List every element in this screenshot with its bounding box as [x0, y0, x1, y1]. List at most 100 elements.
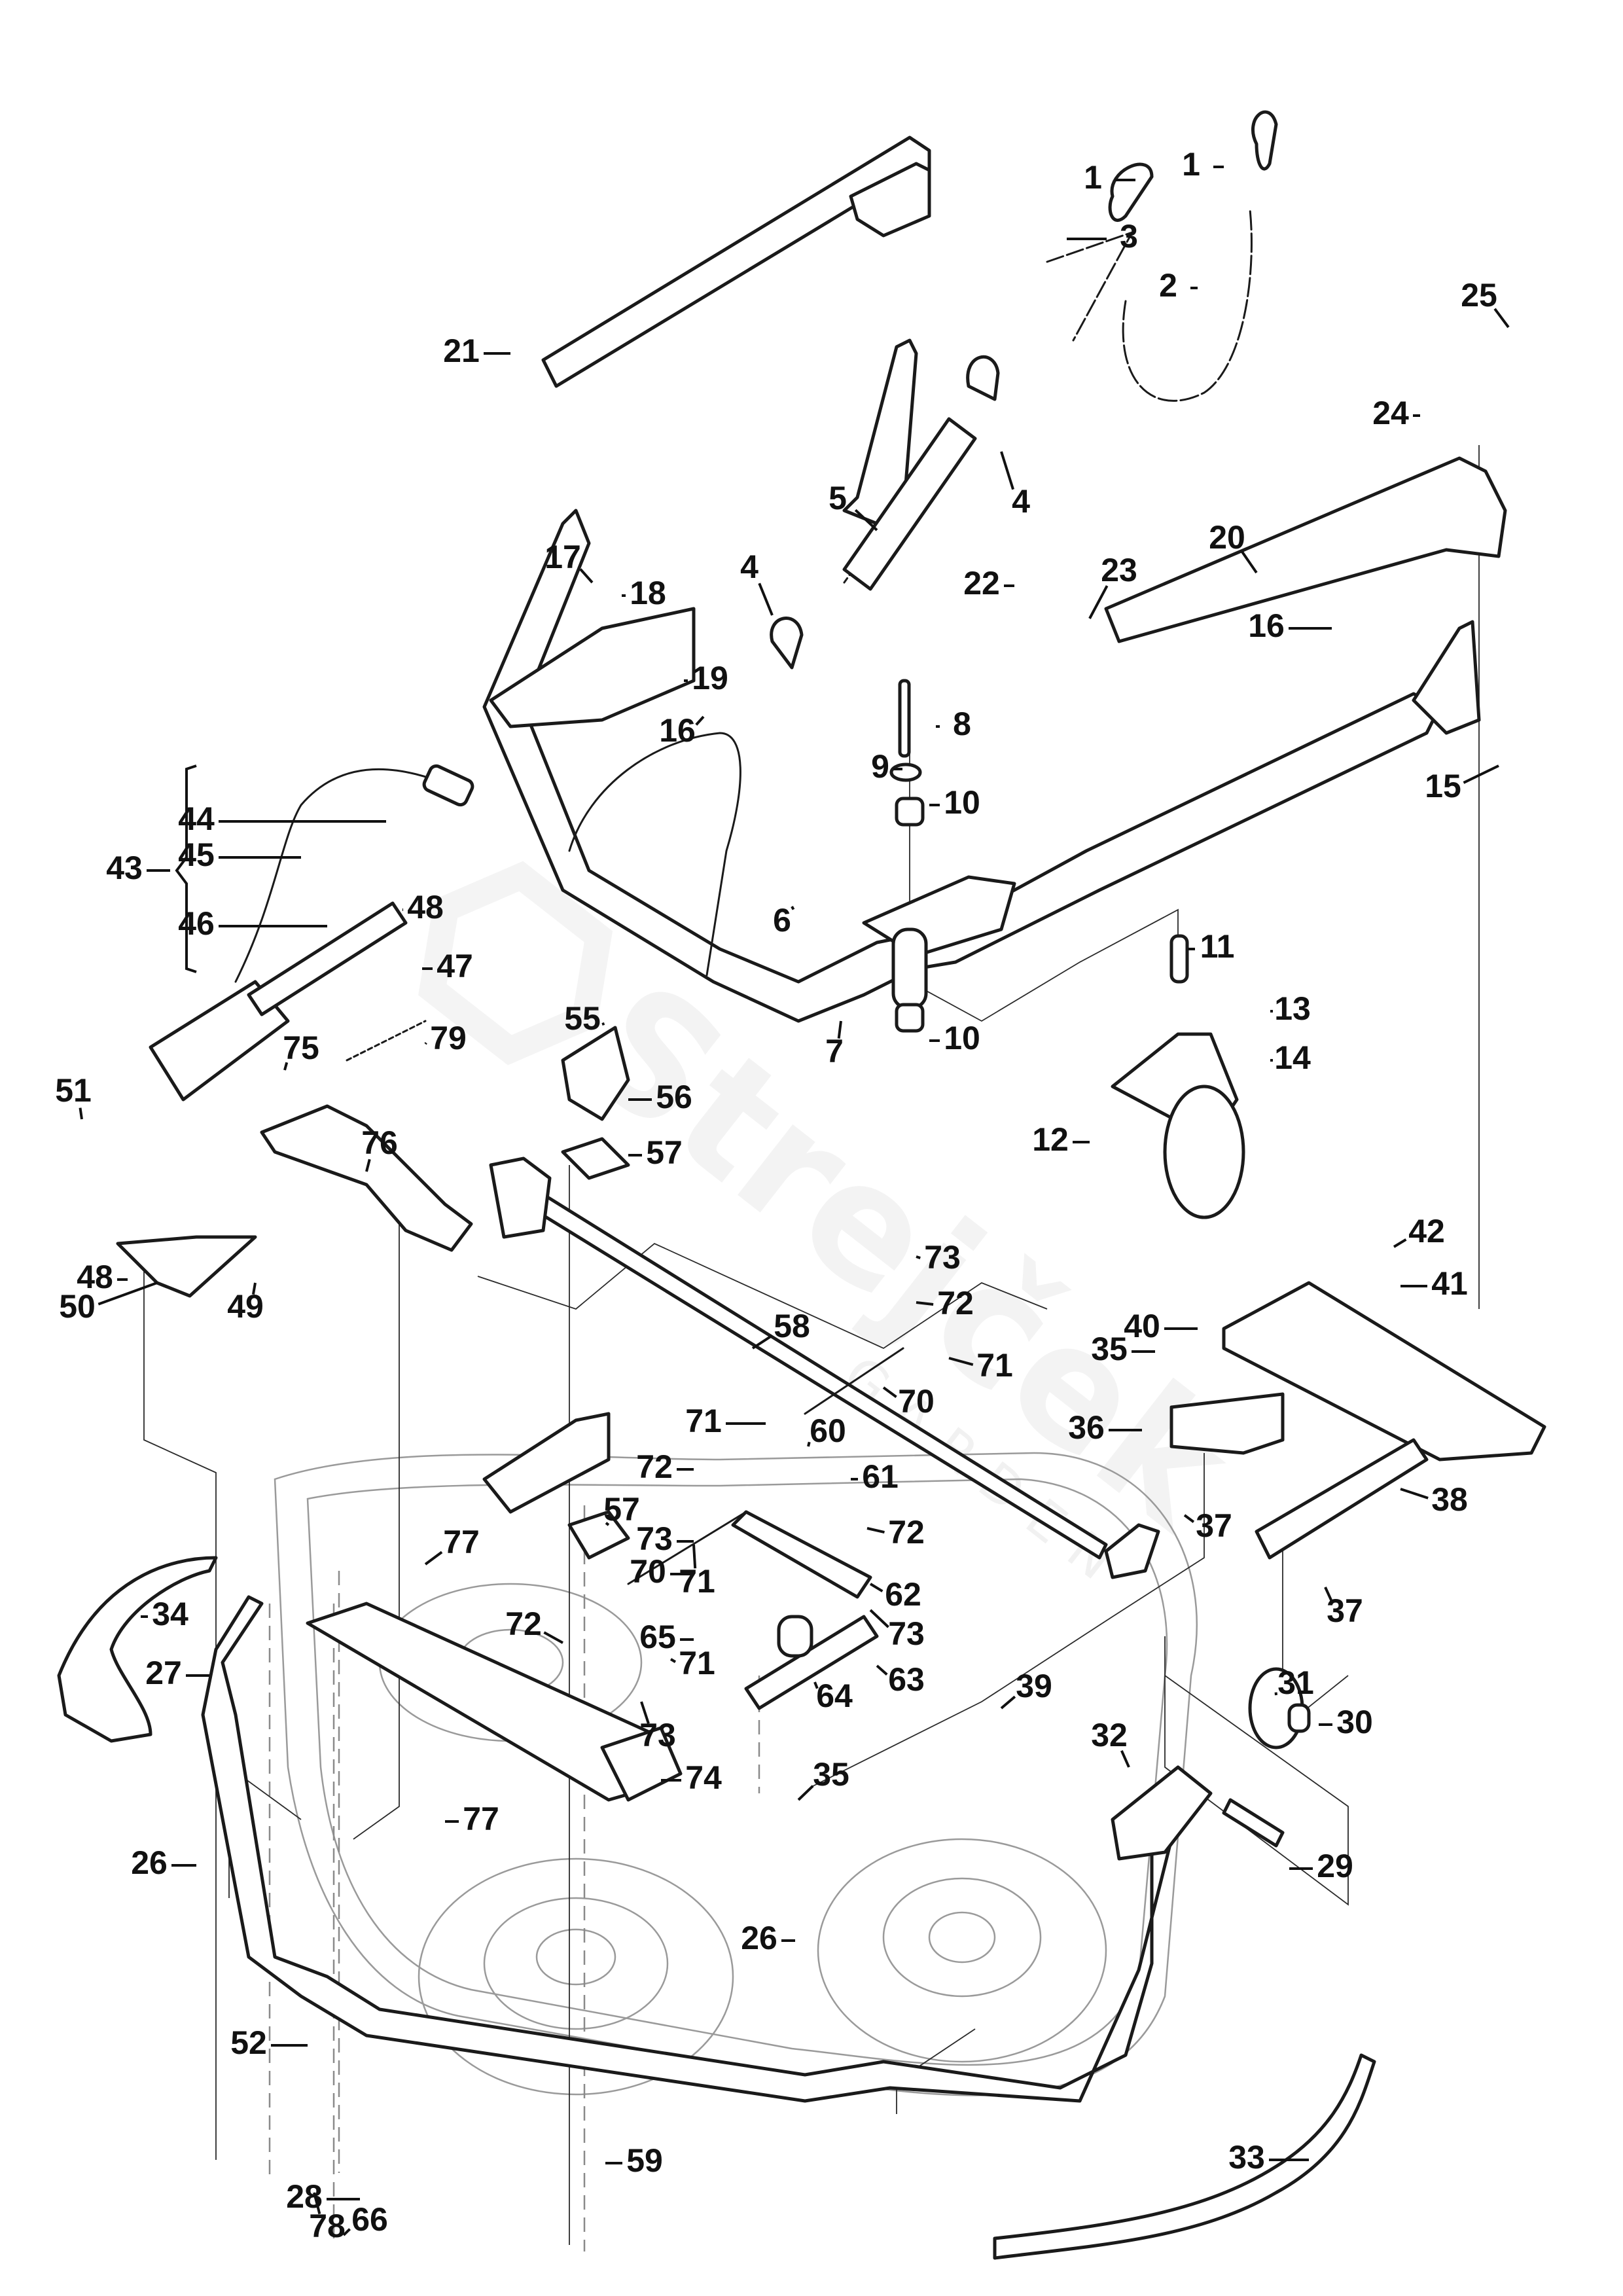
caster-wheel [1163, 1085, 1245, 1219]
spacer-30 [1287, 1703, 1311, 1733]
callout-c56: 56 [628, 1079, 692, 1115]
bracket-57b [567, 1510, 630, 1560]
connector-44 [422, 764, 474, 807]
callout-label: 71 [976, 1347, 1013, 1384]
leader-line [1393, 1238, 1407, 1248]
callout-label: 7 [825, 1033, 844, 1069]
callout-c41: 41 [1400, 1265, 1468, 1302]
callout-label: 50 [59, 1288, 96, 1325]
callout-c49: 49 [227, 1282, 264, 1325]
callout-label: 10 [944, 1020, 980, 1056]
callout-label: 5 [829, 480, 847, 516]
callout-label: 17 [544, 539, 581, 575]
callout-label: 77 [463, 1801, 499, 1837]
callout-c77a: 77 [424, 1524, 480, 1566]
leader-line [1120, 1749, 1130, 1768]
callout-c39: 39 [1000, 1668, 1052, 1710]
callout-c61: 61 [851, 1458, 899, 1495]
leader-line [882, 1386, 897, 1398]
callout-label: 71 [685, 1403, 722, 1439]
bushing-10a [895, 797, 925, 827]
watermark-logo-icon [418, 861, 613, 1066]
callout-c48a: 48 [402, 889, 444, 925]
callout-c55: 55 [564, 1000, 605, 1037]
callout-c60: 60 [807, 1412, 846, 1449]
shackle-4b [770, 617, 804, 670]
plate-56 [561, 1026, 630, 1121]
leader-line [424, 1042, 427, 1045]
leader-line [251, 1282, 257, 1295]
leader-line [365, 1158, 371, 1172]
callout-label: 15 [1425, 768, 1461, 804]
pivot-bracket-post [777, 1615, 813, 1658]
callout-label: 62 [885, 1576, 921, 1613]
callout-c35a: 35 [1091, 1331, 1155, 1367]
callout-label: 72 [505, 1605, 542, 1642]
callout-c37b: 37 [1324, 1587, 1363, 1629]
callout-label: 57 [646, 1134, 683, 1171]
pivot-bracket-63 [744, 1615, 879, 1710]
deflector [1169, 1392, 1285, 1455]
leader-line [579, 568, 594, 584]
callout-c33: 33 [1228, 2139, 1309, 2176]
callout-label: 3 [1120, 218, 1138, 255]
leader-line [1241, 550, 1258, 574]
callout-label: 35 [1091, 1331, 1128, 1367]
shackle-4a [966, 355, 1000, 401]
rear-hanger-arm-end [600, 1726, 683, 1802]
callout-c72a: 72 [916, 1285, 974, 1321]
callout-label: 29 [1317, 1848, 1353, 1884]
callout-c29: 29 [1289, 1848, 1353, 1884]
callout-label: 41 [1431, 1265, 1468, 1302]
leader-line [876, 1664, 888, 1676]
leader-line [837, 1020, 842, 1039]
callout-label: 39 [1016, 1668, 1052, 1704]
callout-label: 16 [659, 712, 696, 749]
leader-line [758, 583, 774, 616]
callout-c76: 76 [361, 1124, 398, 1172]
wire-loop [568, 732, 741, 977]
callout-label: 36 [1068, 1409, 1105, 1446]
leader-line [866, 1527, 885, 1534]
callout-c5: 5 [829, 480, 878, 531]
callout-label: 63 [888, 1661, 925, 1698]
leader-line [751, 1334, 773, 1350]
tie-rod-70b [627, 1511, 747, 1585]
callout-label: 57 [603, 1491, 640, 1528]
callout-c59: 59 [605, 2142, 663, 2179]
callout-label: 48 [407, 889, 444, 925]
callout-c74: 74 [661, 1759, 722, 1796]
callout-label: 2 [1159, 267, 1177, 304]
leader-line [543, 1631, 563, 1644]
left-lift-arm-tab [849, 162, 931, 238]
callout-label: 12 [1032, 1121, 1069, 1158]
callout-c79: 79 [424, 1020, 467, 1056]
right-lift-arm [1104, 456, 1507, 643]
callout-label: 24 [1372, 395, 1409, 431]
roller-bracket [1111, 1765, 1213, 1861]
front-lift-frame-right-upright [1412, 620, 1481, 735]
callout-c72c: 72 [866, 1514, 925, 1551]
hook-1b [1251, 110, 1278, 171]
front-lift-frame-pivot [891, 927, 928, 1010]
mower-deck-outline [268, 1452, 1198, 2251]
leader-line [916, 1255, 921, 1259]
callout-label: 32 [1091, 1717, 1128, 1753]
callout-c37a: 37 [1183, 1507, 1232, 1544]
callout-label: 52 [230, 2024, 267, 2061]
callout-label: 72 [937, 1285, 974, 1321]
callout-c32: 32 [1091, 1717, 1130, 1768]
callout-label: 21 [443, 332, 480, 369]
callout-label: 45 [178, 836, 215, 873]
callout-label: 56 [656, 1079, 692, 1115]
spring-5-coil [842, 417, 977, 591]
callout-c20: 20 [1209, 519, 1258, 574]
callout-label: 10 [944, 784, 980, 821]
leader-line [797, 1785, 814, 1801]
callout-c72d: 72 [505, 1605, 563, 1644]
actuator-body [149, 980, 290, 1102]
callout-c46: 46 [178, 905, 327, 942]
hook-1a [1108, 162, 1154, 222]
callout-label: 72 [888, 1514, 925, 1551]
